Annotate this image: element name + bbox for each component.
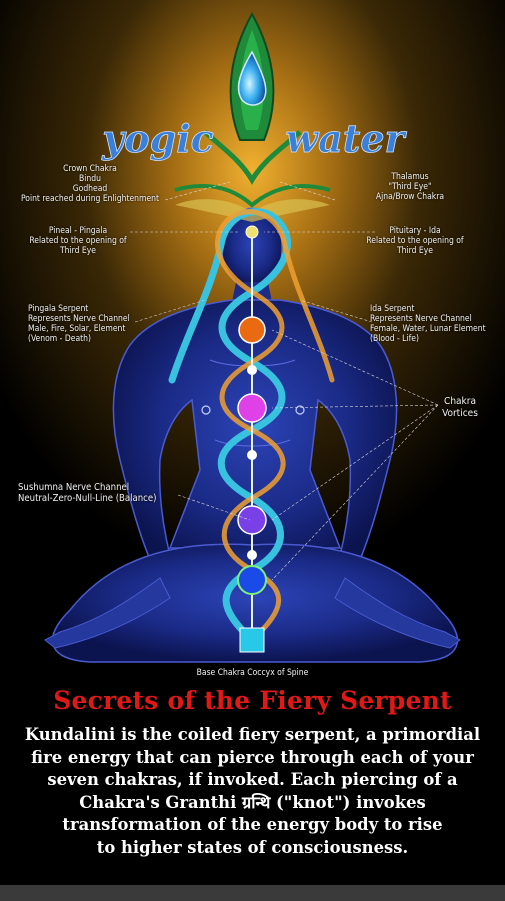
third-eye-point bbox=[245, 225, 259, 239]
chakra-blue bbox=[237, 565, 267, 595]
chakra-column bbox=[237, 225, 267, 653]
logo-text-left: yogic bbox=[101, 116, 214, 161]
granthi-knot bbox=[247, 550, 257, 560]
granthi-knot bbox=[247, 450, 257, 460]
chakra-magenta bbox=[237, 393, 267, 423]
bottom-bar bbox=[0, 885, 505, 901]
body-paragraph: Kundalini is the coiled fiery serpent, a… bbox=[24, 725, 481, 857]
chakra-vortices-label: Chakra Vortices bbox=[442, 396, 478, 419]
granthi-knot bbox=[247, 365, 257, 375]
logo-emblem bbox=[174, 11, 331, 208]
ida-serpent-label: Ida Serpent Represents Nerve Channel Fem… bbox=[370, 304, 486, 344]
caption-panel bbox=[0, 680, 505, 901]
base-chakra-label: Base Chakra Coccyx of Spine bbox=[196, 668, 309, 678]
crown-wings bbox=[175, 199, 330, 222]
chakra-orange bbox=[238, 316, 266, 344]
pituitary-label: Pituitary - Ida Related to the opening o… bbox=[366, 226, 464, 256]
crown-chakra-label: Crown Chakra Bindu Godhead Point reached… bbox=[20, 164, 160, 204]
pingala-serpent-label: Pingala Serpent Represents Nerve Channel… bbox=[28, 304, 130, 344]
kundalini-illustration: yogic water bbox=[0, 0, 505, 680]
chakra-violet bbox=[237, 505, 267, 535]
base-chakra bbox=[239, 627, 265, 653]
headline: Secrets of the Fiery Serpent bbox=[53, 686, 452, 715]
logo-text-right: water bbox=[285, 116, 407, 161]
sushumna-label: Sushumna Nerve Channel Neutral-Zero-Null… bbox=[18, 482, 157, 504]
illustration: yogic water bbox=[0, 0, 505, 680]
thalamus-label: Thalamus "Third Eye" Ajna/Brow Chakra bbox=[375, 172, 445, 202]
leader-lines bbox=[130, 181, 439, 581]
pineal-label: Pineal - Pingala Related to the opening … bbox=[29, 226, 127, 256]
meditating-figure bbox=[44, 207, 461, 663]
